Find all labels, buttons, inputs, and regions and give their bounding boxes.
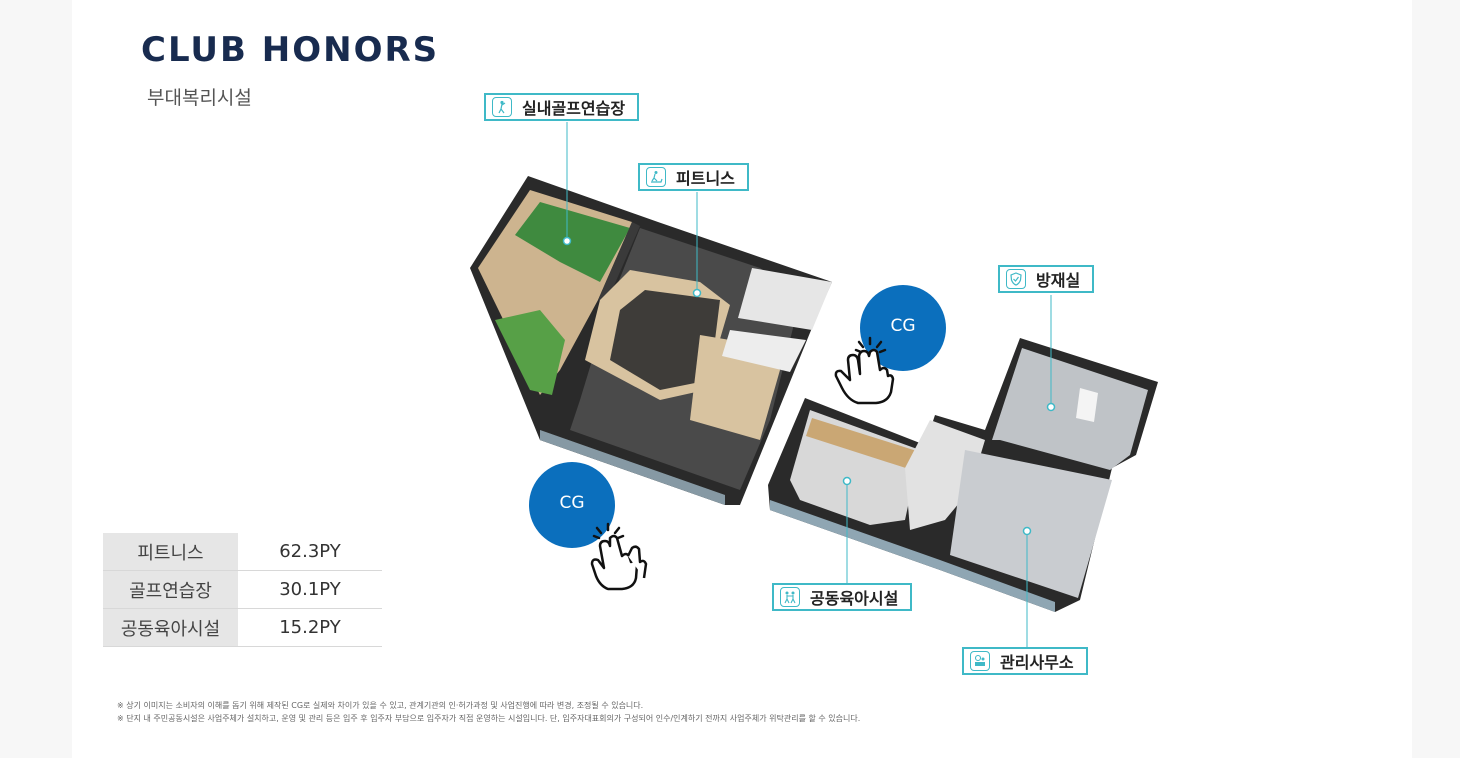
callout-office-label: 관리사무소	[1000, 653, 1074, 672]
page-subtitle: 부대복리시설	[147, 87, 252, 109]
manager-icon	[970, 651, 990, 671]
callout-office[interactable]: 관리사무소	[962, 647, 1088, 675]
right-building	[768, 338, 1158, 612]
table-row: 피트니스 62.3PY	[103, 532, 382, 571]
callout-childcare[interactable]: 공동육아시설	[772, 583, 913, 611]
table-cell-value: 30.1PY	[238, 570, 382, 609]
shield-icon	[1006, 269, 1026, 289]
disclaimer-line: ※ 단지 내 주민공동시설은 사업주체가 설치하고, 운영 및 관리 등은 입주…	[117, 714, 861, 723]
table-cell-name: 골프연습장	[103, 570, 238, 609]
callout-fitness-label: 피트니스	[676, 169, 735, 188]
callout-disaster[interactable]: 방재실	[998, 265, 1095, 293]
location-dots	[562, 236, 1056, 536]
table-cell-name: 피트니스	[103, 532, 238, 571]
callout-childcare-label: 공동육아시설	[810, 589, 899, 608]
table-cell-value: 62.3PY	[238, 532, 382, 571]
table-row: 공동육아시설 15.2PY	[103, 608, 382, 647]
cg-button-left[interactable]: CG	[529, 462, 615, 548]
callout-disaster-label: 방재실	[1036, 271, 1081, 290]
table-cell-value: 15.2PY	[238, 608, 382, 647]
leader-lines	[566, 122, 1052, 648]
area-table: 피트니스 62.3PY 골프연습장 30.1PY 공동육아시설 15.2PY	[103, 532, 382, 647]
cg-button-label: CG	[559, 493, 585, 513]
page-title: CLUB HONORS	[141, 30, 440, 70]
hand-pointer-icon	[834, 336, 895, 405]
callout-fitness[interactable]: 피트니스	[638, 163, 749, 191]
disclaimer-line: ※ 상기 이미지는 소비자의 이해를 돕기 위해 제작된 CG로 실제와 차이가…	[117, 701, 644, 710]
callout-golf-label: 실내골프연습장	[522, 99, 626, 118]
table-row: 골프연습장 30.1PY	[103, 570, 382, 609]
cg-button-label: CG	[890, 316, 916, 336]
callout-golf[interactable]: 실내골프연습장	[484, 93, 640, 121]
golf-icon	[492, 97, 512, 117]
hand-pointer-icon	[590, 522, 648, 591]
left-building	[470, 176, 832, 505]
children-icon	[780, 587, 800, 607]
table-cell-name: 공동육아시설	[103, 608, 238, 647]
treadmill-icon	[646, 167, 666, 187]
disclaimer-notes: ※ 상기 이미지는 소비자의 이해를 돕기 위해 제작된 CG로 실제와 차이가…	[117, 699, 860, 725]
